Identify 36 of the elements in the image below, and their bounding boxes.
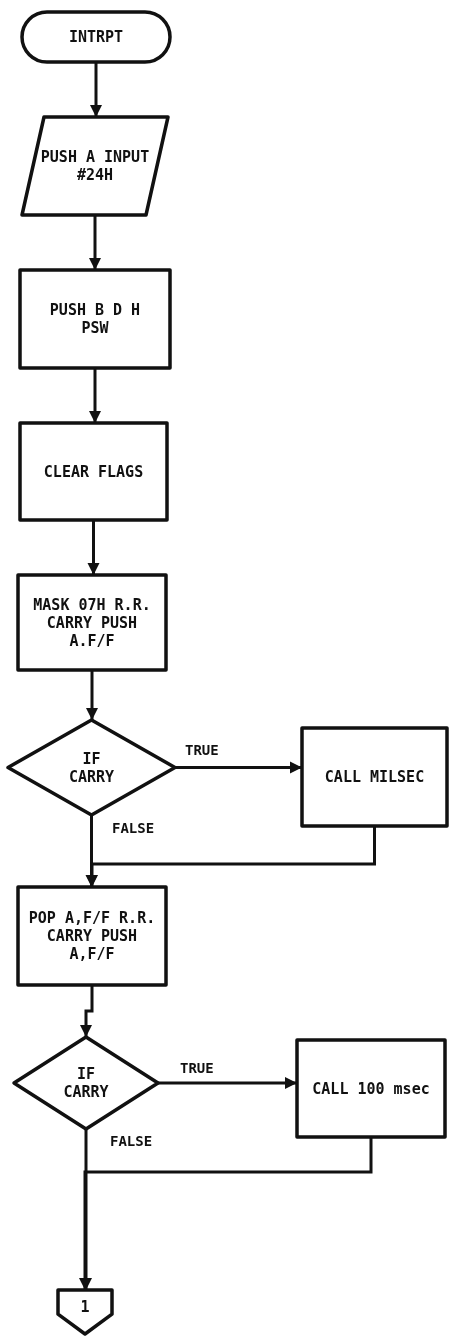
arrow [89,368,101,423]
process-box [20,270,170,368]
arrow [89,215,101,270]
step-text: MASK 07H R.R. CARRY PUSH A.F/F [32,595,152,650]
step-text: 1 [79,1298,91,1316]
decision-diamond [8,720,175,815]
step-text: CLEAR FLAGS [42,462,145,481]
edge-label: TRUE [178,1060,216,1076]
arrow [86,826,376,887]
arrow [79,1137,373,1290]
arrow [87,520,100,575]
step-text: CALL MILSEC [323,768,426,786]
arrow [175,761,302,774]
arrow [86,670,98,720]
process-box [297,1040,445,1137]
terminator-shape [22,12,170,62]
step-text: IF CARRY [62,1065,110,1101]
step-text: IF CARRY [67,749,116,786]
process-box [18,887,166,985]
step-text: INTRPT [67,28,125,46]
edge-label: FALSE [108,1133,155,1149]
step-text: CALL 100 msec [311,1079,431,1098]
process-box [302,728,447,826]
edge-label: TRUE [183,742,221,758]
step-text: PUSH A INPUT #24H [39,148,151,184]
process-box [20,423,167,520]
edge-label: FALSE [110,820,157,836]
arrow [158,1077,297,1089]
input-output-parallelogram [22,117,168,215]
process-box [18,575,166,670]
decision-diamond [14,1037,158,1129]
step-text: PUSH B D H PSW [48,301,142,337]
off-page-connector [58,1290,112,1334]
arrow [80,985,94,1037]
step-text: POP A,F/F R.R. CARRY PUSH A,F/F [27,909,157,963]
arrow [90,62,102,117]
